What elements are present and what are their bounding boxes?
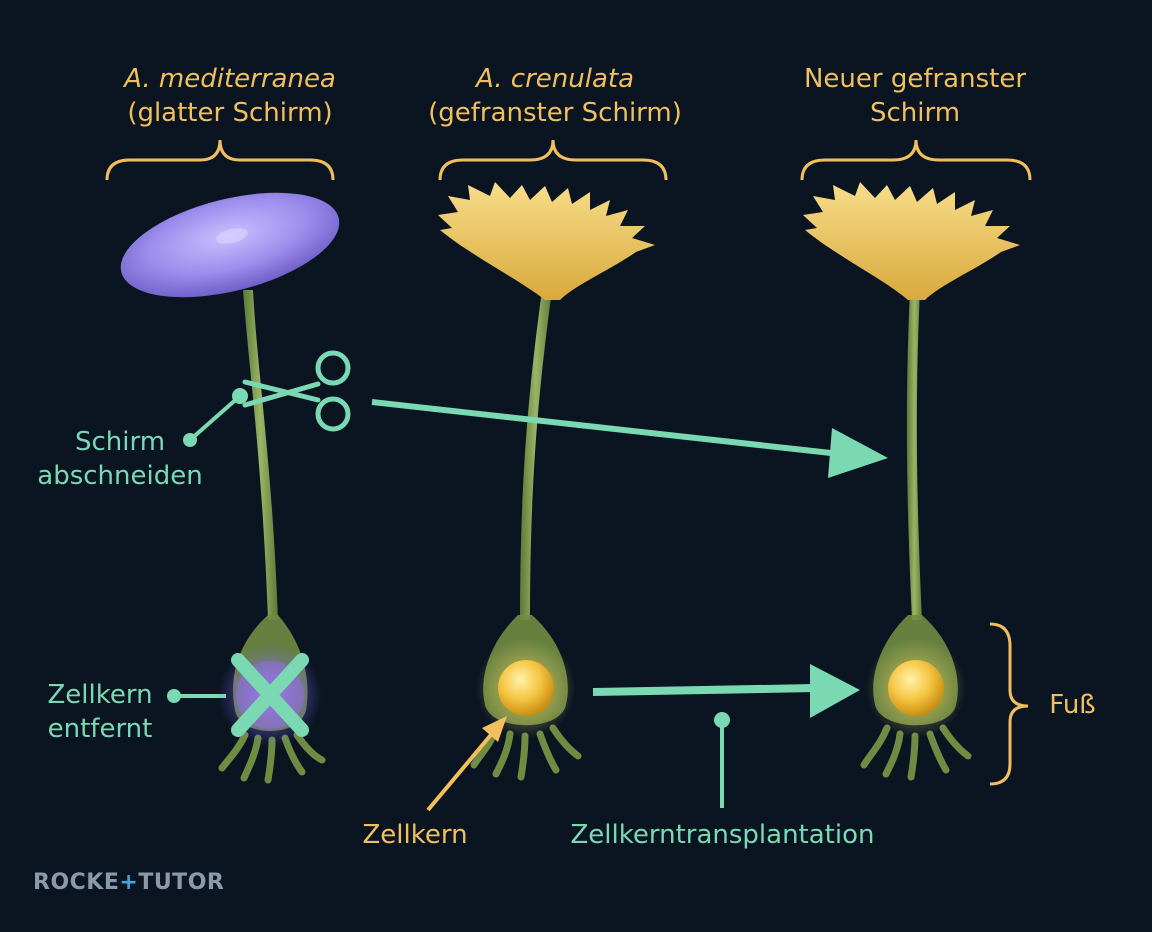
cap-smooth (120, 192, 340, 298)
label-mediterranea-species: A. mediterranea (124, 64, 336, 94)
arrow-cap-transfer (371, 399, 888, 478)
stalk-3 (906, 290, 922, 620)
nucleus-3 (888, 660, 944, 716)
nucleus-2 (498, 660, 554, 716)
logo-part1: ROCKE (33, 870, 120, 895)
label-new-cap: Neuer gefranster Schirm (745, 62, 1085, 130)
label-removed-line2: entfernt (47, 714, 153, 744)
label-crenulata-desc: (gefranster Schirm) (428, 98, 682, 128)
plant-new (803, 182, 1020, 781)
pointer-cut (183, 388, 248, 447)
brace-col2 (438, 139, 668, 181)
brace-col3 (800, 139, 1032, 181)
label-nucleus: Zellkern (362, 820, 468, 850)
cap-fringed-2 (803, 182, 1020, 300)
arrow-nucleus-transplant (592, 664, 860, 718)
plant-crenulata (438, 182, 655, 781)
label-crenulata-species: A. crenulata (475, 64, 635, 94)
brace-col1 (105, 139, 335, 181)
plant-mediterranea (120, 192, 340, 784)
stalk-2 (520, 290, 552, 620)
logo: ROCKE+TUTOR (33, 870, 224, 895)
pointer-removed (167, 689, 226, 703)
logo-plus: + (119, 870, 139, 895)
label-cut-cap: Schirm abschneiden (25, 425, 215, 493)
cap-fringed-1 (438, 182, 655, 300)
label-new-cap-line1: Neuer gefranster (803, 64, 1027, 94)
brace-foot (989, 622, 1029, 786)
label-cut-line1: Schirm (74, 427, 166, 457)
label-foot: Fuß (1049, 690, 1096, 720)
label-mediterranea: A. mediterranea (glatter Schirm) (60, 62, 400, 130)
label-crenulata: A. crenulata (gefranster Schirm) (385, 62, 725, 130)
label-mediterranea-desc: (glatter Schirm) (127, 98, 333, 128)
cross-icon (231, 653, 309, 737)
arrow-nucleus-pointer (426, 716, 507, 812)
stalk-1 (243, 290, 278, 620)
label-nucleus-removed: Zellkern entfernt (25, 678, 175, 746)
label-transplant: Zellkerntransplantation (570, 820, 875, 850)
logo-part2: TUTOR (138, 870, 225, 895)
label-removed-line1: Zellkern (47, 680, 153, 710)
label-cut-line2: abschneiden (37, 461, 203, 491)
label-new-cap-line2: Schirm (869, 98, 961, 128)
pointer-transplant (714, 712, 730, 808)
scissors-icon (242, 350, 351, 432)
